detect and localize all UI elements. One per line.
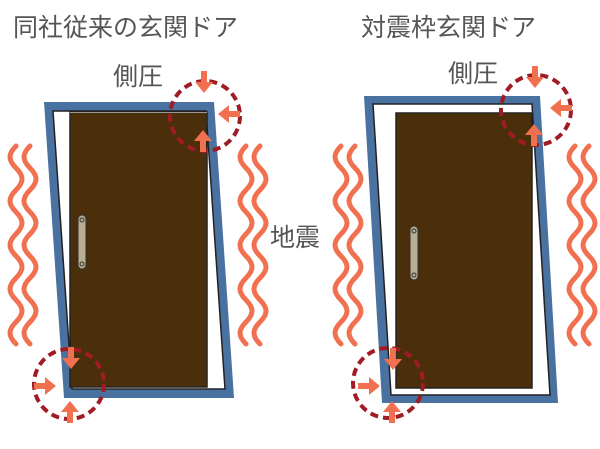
- wave-icon: [240, 146, 252, 344]
- left-panel: [10, 71, 266, 423]
- wave-icon: [335, 146, 347, 344]
- wave-icon: [583, 146, 595, 344]
- wave-icon: [569, 146, 581, 344]
- wave-icon: [349, 146, 361, 344]
- arrow-left-icon: [218, 105, 240, 123]
- dashed-circle-icon: [351, 346, 425, 420]
- wave-icon: [10, 146, 22, 344]
- door-handle-icon: [77, 214, 87, 270]
- left-panel-title: 同社従来の玄関ドア: [13, 13, 239, 42]
- right-panel: [335, 66, 595, 423]
- door-panel: [69, 111, 208, 388]
- arrow-up-icon: [61, 401, 79, 423]
- door-panel: [395, 112, 533, 389]
- arrow-right-icon: [34, 377, 56, 395]
- arrow-down-icon: [526, 66, 544, 88]
- arrow-right-icon: [358, 377, 380, 395]
- arrow-down-icon: [195, 71, 213, 93]
- right-panel-title: 対震枠玄関ドア: [361, 13, 537, 42]
- door-handle-icon: [409, 225, 419, 281]
- earthquake-label: 地震: [270, 223, 321, 252]
- wave-icon: [24, 146, 36, 344]
- wave-icon: [254, 146, 266, 344]
- right-side-pressure-label: 側圧: [448, 59, 499, 88]
- left-side-pressure-label: 側圧: [113, 62, 164, 91]
